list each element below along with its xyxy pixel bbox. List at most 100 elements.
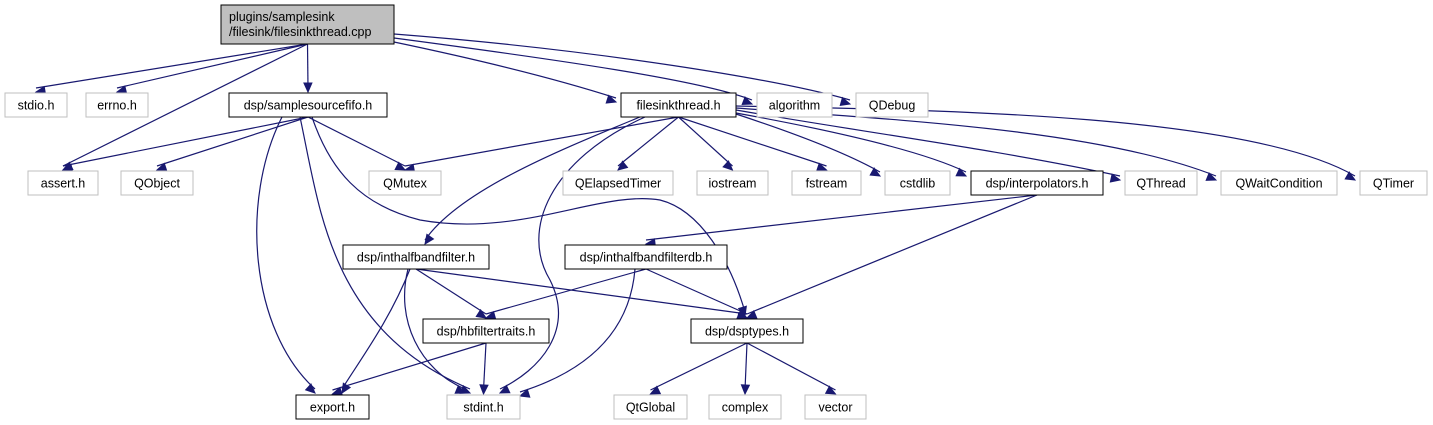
node-iostream: iostream	[696, 170, 769, 196]
node-qthread-box	[1124, 170, 1198, 196]
node-export[interactable]: export.h	[295, 394, 370, 420]
edge-ihbf-to-export	[341, 268, 411, 390]
node-qtimer-label: QTimer	[1373, 177, 1414, 191]
edge-fst-to-qelapsed	[617, 116, 679, 167]
node-qthread: QThread	[1124, 170, 1198, 196]
edge-ssfifo-to-assert	[62, 116, 309, 167]
node-root-label-line-1: plugins/samplesink	[229, 10, 335, 24]
edge-root-to-errno	[116, 43, 308, 89]
node-dsptypes[interactable]: dsp/dsptypes.h	[690, 318, 804, 344]
arrowhead-hbft-to-stdint	[479, 384, 489, 396]
node-interp-label: dsp/interpolators.h	[986, 177, 1089, 191]
node-hbft[interactable]: dsp/hbfiltertraits.h	[422, 318, 550, 344]
node-fstream-label: fstream	[806, 177, 848, 191]
node-qmutex-label: QMutex	[383, 177, 428, 191]
edge-fst-to-interp	[735, 112, 967, 173]
arrowhead-fst-to-qwait	[1205, 172, 1218, 181]
edge-dsptypes-to-complex	[744, 342, 748, 391]
node-cstdlib-label: cstdlib	[900, 177, 935, 191]
node-ssfifo-box[interactable]	[228, 92, 388, 118]
node-interp-box[interactable]	[970, 170, 1104, 196]
node-fstream-box	[791, 170, 862, 196]
node-qdebug: QDebug	[855, 92, 929, 118]
node-vector: vector	[804, 394, 867, 420]
arrowhead-ihbfdb-to-dsptypes	[736, 309, 749, 319]
edge-ssfifo-to-export	[256, 116, 316, 390]
node-export-label: export.h	[310, 401, 355, 415]
arrowhead-ssfifo-to-export	[304, 383, 316, 394]
node-stdint-box	[446, 394, 521, 420]
arrowhead-fst-to-stdint	[498, 384, 511, 394]
arrowhead-fst-to-fstream	[815, 162, 828, 172]
node-fstream: fstream	[791, 170, 862, 196]
edge-dsptypes-to-qtglobal	[650, 342, 748, 391]
node-stdint: stdint.h	[446, 394, 521, 420]
arrowhead-fst-to-iostream	[722, 160, 734, 171]
edge-fst-to-fstream	[678, 116, 827, 167]
arrowhead-fst-to-ihbf	[424, 233, 435, 246]
node-assert-box	[27, 170, 99, 196]
node-qwait-label: QWaitCondition	[1235, 177, 1322, 191]
node-qtglobal-box	[613, 394, 688, 420]
edge-fst-to-qwait	[735, 107, 1217, 177]
arrowhead-dsptypes-to-vector	[824, 385, 837, 395]
node-qtimer: QTimer	[1359, 170, 1428, 196]
node-export-box[interactable]	[295, 394, 370, 420]
node-stdio-box	[4, 92, 68, 118]
edge-ihbfdb-to-stdint	[519, 268, 636, 393]
node-cstdlib-box	[884, 170, 951, 196]
node-root-box	[220, 4, 395, 45]
node-ihbfdb[interactable]: dsp/inthalfbandfilterdb.h	[564, 244, 728, 270]
edge-fst-to-qthread	[735, 109, 1121, 177]
node-qdebug-label: QDebug	[869, 99, 916, 113]
node-errno-label: errno.h	[97, 99, 137, 113]
node-interp[interactable]: dsp/interpolators.h	[970, 170, 1104, 196]
node-qtglobal-label: QtGlobal	[626, 401, 675, 415]
node-dsptypes-label: dsp/dsptypes.h	[705, 325, 789, 339]
arrowhead-ihbf-to-stdint	[454, 384, 467, 394]
edge-root-to-fst	[393, 41, 617, 99]
node-ihbf[interactable]: dsp/inthalfbandfilter.h	[342, 244, 490, 270]
arrowhead-root-to-algorithm	[741, 96, 754, 106]
node-vector-box	[804, 394, 867, 420]
edge-fst-to-stdint	[499, 116, 646, 390]
edge-layer	[34, 33, 1357, 398]
edge-ihbf-to-hbft	[415, 268, 487, 315]
node-hbft-box[interactable]	[422, 318, 550, 344]
node-assert: assert.h	[27, 170, 99, 196]
node-complex: complex	[708, 394, 782, 420]
node-ihbfdb-box[interactable]	[564, 244, 728, 270]
node-qwait: QWaitCondition	[1220, 170, 1338, 196]
edge-fst-to-ihbf	[424, 116, 641, 241]
edge-root-to-stdio	[35, 43, 308, 89]
edge-ssfifo-to-qobject	[156, 116, 309, 167]
node-errno: errno.h	[85, 92, 149, 118]
edge-ihbfdb-to-dsptypes	[645, 268, 748, 315]
node-ihbf-box[interactable]	[342, 244, 490, 270]
edge-root-to-algorithm	[393, 37, 753, 101]
node-fst-label: filesinkthread.h	[636, 99, 720, 113]
edge-ssfifo-to-dsptypes	[311, 116, 746, 313]
node-complex-box	[708, 394, 782, 420]
node-qtimer-box	[1359, 170, 1428, 196]
edge-fst-to-iostream	[678, 116, 733, 167]
node-qmutex-box	[368, 170, 442, 196]
arrowhead-root-to-ssfifo	[303, 82, 313, 94]
node-qtglobal: QtGlobal	[613, 394, 688, 420]
node-algorithm-box	[756, 92, 833, 118]
node-root: plugins/samplesink/filesink/filesinkthre…	[220, 4, 395, 45]
node-fst[interactable]: filesinkthread.h	[620, 92, 737, 118]
node-ihbfdb-label: dsp/inthalfbandfilterdb.h	[580, 251, 713, 265]
node-qwait-box	[1220, 170, 1338, 196]
edge-fst-to-cstdlib	[735, 113, 881, 173]
node-ssfifo[interactable]: dsp/samplesourcefifo.h	[228, 92, 388, 118]
node-iostream-box	[696, 170, 769, 196]
node-dsptypes-box[interactable]	[690, 318, 804, 344]
node-qobject-box	[120, 170, 194, 196]
arrowhead-ssfifo-to-qmutex	[394, 161, 407, 171]
node-fst-box[interactable]	[620, 92, 737, 118]
edge-root-to-assert	[62, 43, 308, 167]
edge-root-to-qdebug	[393, 33, 851, 101]
edge-ihbf-to-dsptypes	[415, 268, 748, 315]
